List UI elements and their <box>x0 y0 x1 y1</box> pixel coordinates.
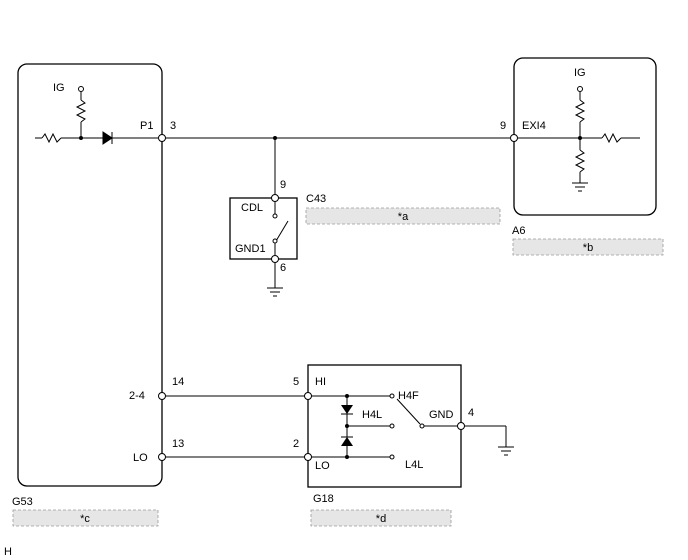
a6-ig-label: IG <box>574 67 586 79</box>
g18-gnd-label: GND <box>429 409 454 421</box>
c43-terminal-cdl <box>271 194 279 202</box>
g18-connector-id: G18 <box>313 493 334 505</box>
a6-tag-label: *b <box>583 242 593 254</box>
a6-pin-9: 9 <box>500 120 506 132</box>
a6-pulldown-resistor <box>574 149 586 173</box>
g18-lo-label: LO <box>315 460 330 472</box>
g53-ecu-box <box>17 63 163 487</box>
g18-hi-label: HI <box>315 376 326 388</box>
g53-tag-box <box>12 509 159 527</box>
c43-gnd1-label: GND1 <box>235 243 266 255</box>
g18-tag-label: *d <box>376 513 386 525</box>
c43-switch-contact <box>275 220 289 242</box>
g18-h4l-contact <box>389 423 395 429</box>
g18-pin-4: 4 <box>468 407 474 419</box>
g53-p1-label: P1 <box>140 120 153 132</box>
g53-terminal-2-4 <box>158 392 166 400</box>
g53-ig-terminal <box>78 86 84 92</box>
g53-terminal-lo <box>158 453 166 461</box>
g53-pin-14: 14 <box>172 376 184 388</box>
g53-pullup-resistor <box>75 99 87 123</box>
g18-pin-5: 5 <box>293 376 299 388</box>
c43-tag-label: *a <box>398 211 409 223</box>
g18-pin-2: 2 <box>293 438 299 450</box>
g53-connector-id: G53 <box>12 496 33 508</box>
a6-module-box <box>513 57 657 216</box>
g53-ig-label: IG <box>53 82 65 94</box>
g18-tag-box <box>310 509 452 527</box>
g53-terminal-p1 <box>158 134 166 142</box>
g18-l4l-contact <box>389 454 395 460</box>
c43-switch-box <box>229 197 298 260</box>
a6-terminal-exi4 <box>510 134 518 142</box>
g53-diode <box>102 131 113 145</box>
g18-h4f-contact <box>389 393 395 399</box>
g18-diode-upper <box>341 405 353 414</box>
g53-series-resistor <box>41 132 62 144</box>
c43-cdl-label: CDL <box>241 202 263 214</box>
c43-tag-box <box>305 207 501 225</box>
c43-ground-symbol <box>267 287 283 297</box>
c43-terminal-gnd1 <box>271 255 279 263</box>
g18-terminal-lo <box>304 453 312 461</box>
g18-h4f-label: H4F <box>398 390 419 402</box>
c43-connector-id: C43 <box>306 193 326 205</box>
g18-h4l-label: H4L <box>362 409 382 421</box>
c43-pin-9: 9 <box>280 179 286 191</box>
g18-terminal-gnd <box>457 422 465 430</box>
a6-connector-id: A6 <box>512 225 525 237</box>
a6-tag-box <box>512 238 664 256</box>
g53-2-4-label: 2-4 <box>129 390 145 402</box>
a6-series-resistor <box>601 132 622 144</box>
g18-l4l-label: L4L <box>405 459 423 471</box>
g53-lo-label: LO <box>133 452 148 464</box>
c43-pin-6: 6 <box>280 262 286 274</box>
a6-exi4-label: EXI4 <box>522 120 546 132</box>
g18-switch-lever <box>396 398 421 425</box>
corner-mark: H <box>4 546 12 558</box>
g53-tag-label: *c <box>80 513 90 525</box>
a6-ground-symbol <box>572 182 588 192</box>
g18-ground-symbol <box>498 446 514 456</box>
g53-pin-3: 3 <box>170 120 176 132</box>
g18-terminal-hi <box>304 392 312 400</box>
g18-diode-lower <box>341 437 353 446</box>
g53-pin-13: 13 <box>172 438 184 450</box>
a6-ig-terminal <box>577 86 583 92</box>
a6-pullup-resistor <box>574 99 586 123</box>
